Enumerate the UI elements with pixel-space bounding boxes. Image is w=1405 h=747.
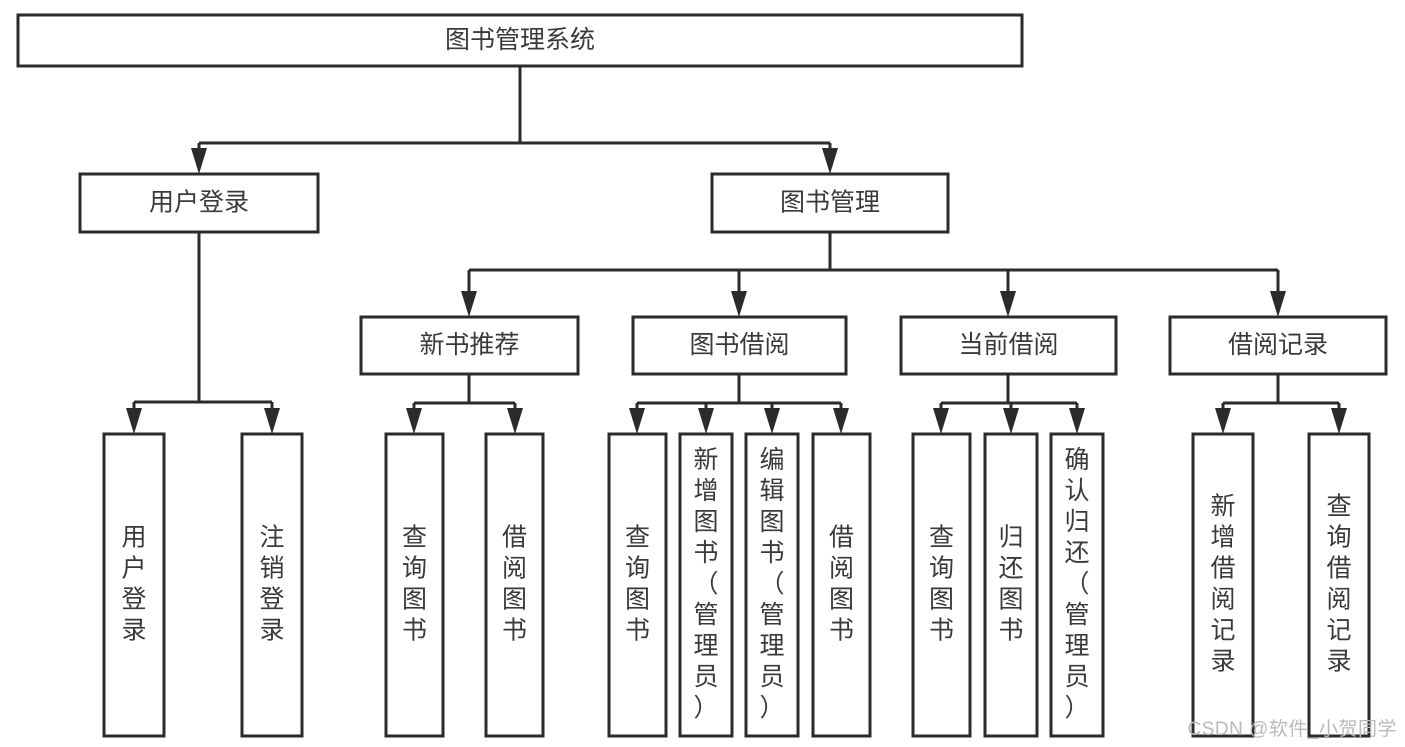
arrow-head-icon (507, 408, 523, 434)
node-label-leaf-user-login: 用户登录 (121, 523, 146, 644)
arrow-head-icon (764, 408, 780, 434)
arrow-head-icon (731, 291, 747, 317)
connector-current-borrow (933, 374, 1085, 434)
node-box-current-borrow[interactable] (899, 315, 1118, 376)
node-label-leaf-add-book: 新增图书（管理员） (693, 446, 718, 722)
node-label-leaf-return-book: 归还图书 (998, 523, 1023, 644)
arrow-head-icon (126, 408, 142, 434)
arrow-head-icon (1270, 291, 1286, 317)
arrow-head-icon (698, 408, 714, 434)
connector-user-login (126, 232, 280, 434)
node-label-leaf-add-record: 新增借阅记录 (1210, 492, 1235, 675)
node-label-book-manage: 图书管理 (780, 189, 880, 217)
node-label-leaf-borrow-book-2: 借阅图书 (829, 523, 854, 644)
node-leaf-query-book-1[interactable]: 查询图书 (384, 432, 445, 738)
node-leaf-confirm-return[interactable]: 确认归还（管理员） (1049, 432, 1105, 738)
node-box-book-borrow[interactable] (631, 315, 848, 376)
node-label-book-borrow: 图书借阅 (689, 331, 789, 359)
node-leaf-edit-book[interactable]: 编辑图书（管理员） (744, 432, 800, 738)
connector-borrow-records (1215, 374, 1347, 434)
node-label-leaf-confirm-return: 确认归还（管理员） (1064, 446, 1089, 722)
arrow-head-icon (264, 408, 280, 434)
node-leaf-user-login[interactable]: 用户登录 (102, 432, 166, 738)
node-box-leaf-borrow-book-2[interactable] (811, 432, 872, 738)
node-box-leaf-query-book-3[interactable] (911, 432, 972, 738)
node-label-leaf-user-logout: 注销登录 (259, 523, 284, 644)
arrow-head-icon (629, 408, 645, 434)
connector-book-manage (461, 232, 1286, 317)
node-book-manage[interactable]: 图书管理 (710, 172, 950, 234)
node-box-leaf-confirm-return[interactable] (1049, 432, 1105, 738)
node-box-leaf-borrow-book-1[interactable] (484, 432, 545, 738)
arrow-head-icon (833, 408, 849, 434)
node-layer: 图书管理系统用户登录图书管理新书推荐图书借阅当前借阅借阅记录用户登录注销登录查询… (16, 13, 1388, 738)
node-root[interactable]: 图书管理系统 (16, 13, 1024, 68)
node-box-user-login[interactable] (78, 172, 320, 234)
node-leaf-borrow-book-2[interactable]: 借阅图书 (811, 432, 872, 738)
node-box-root[interactable] (16, 13, 1024, 68)
node-box-leaf-query-record[interactable] (1307, 432, 1371, 738)
node-book-borrow[interactable]: 图书借阅 (631, 315, 848, 376)
connector-new-book-rec (406, 374, 523, 434)
arrow-head-icon (933, 408, 949, 434)
node-leaf-query-book-2[interactable]: 查询图书 (607, 432, 668, 738)
arrow-head-icon (1003, 408, 1019, 434)
node-leaf-return-book[interactable]: 归还图书 (983, 432, 1039, 738)
connector-root (191, 66, 838, 174)
node-box-new-book-rec[interactable] (359, 315, 580, 376)
node-label-current-borrow: 当前借阅 (958, 331, 1058, 359)
node-box-leaf-edit-book[interactable] (744, 432, 800, 738)
arrow-head-icon (822, 148, 838, 174)
arrow-head-icon (461, 291, 477, 317)
node-current-borrow[interactable]: 当前借阅 (899, 315, 1118, 376)
node-label-leaf-query-book-3: 查询图书 (929, 523, 954, 644)
node-label-leaf-edit-book: 编辑图书（管理员） (759, 446, 784, 722)
node-label-leaf-query-book-2: 查询图书 (625, 523, 650, 644)
node-leaf-add-book[interactable]: 新增图书（管理员） (678, 432, 734, 738)
node-box-borrow-records[interactable] (1168, 315, 1388, 376)
node-box-book-manage[interactable] (710, 172, 950, 234)
node-leaf-user-logout[interactable]: 注销登录 (240, 432, 304, 738)
edge-layer (126, 66, 1347, 434)
arrow-head-icon (1000, 291, 1016, 317)
node-box-leaf-add-book[interactable] (678, 432, 734, 738)
node-box-leaf-user-login[interactable] (102, 432, 166, 738)
arrow-head-icon (191, 148, 207, 174)
node-leaf-query-book-3[interactable]: 查询图书 (911, 432, 972, 738)
node-label-user-login: 用户登录 (149, 189, 249, 217)
connector-book-borrow (629, 374, 849, 434)
node-user-login[interactable]: 用户登录 (78, 172, 320, 234)
node-box-leaf-query-book-1[interactable] (384, 432, 445, 738)
node-label-root: 图书管理系统 (445, 26, 595, 54)
arrow-head-icon (1069, 408, 1085, 434)
node-leaf-borrow-book-1[interactable]: 借阅图书 (484, 432, 545, 738)
node-label-new-book-rec: 新书推荐 (419, 331, 519, 359)
node-leaf-query-record[interactable]: 查询借阅记录 (1307, 432, 1371, 738)
arrow-head-icon (1331, 408, 1347, 434)
node-label-leaf-borrow-book-1: 借阅图书 (502, 523, 527, 644)
node-box-leaf-query-book-2[interactable] (607, 432, 668, 738)
node-label-leaf-query-record: 查询借阅记录 (1326, 492, 1351, 675)
node-label-leaf-query-book-1: 查询图书 (402, 523, 427, 644)
arrow-head-icon (406, 408, 422, 434)
node-leaf-add-record[interactable]: 新增借阅记录 (1191, 432, 1255, 738)
arrow-head-icon (1215, 408, 1231, 434)
node-borrow-records[interactable]: 借阅记录 (1168, 315, 1388, 376)
node-box-leaf-user-logout[interactable] (240, 432, 304, 738)
node-box-leaf-return-book[interactable] (983, 432, 1039, 738)
node-box-leaf-add-record[interactable] (1191, 432, 1255, 738)
node-new-book-rec[interactable]: 新书推荐 (359, 315, 580, 376)
node-label-borrow-records: 借阅记录 (1228, 331, 1328, 359)
